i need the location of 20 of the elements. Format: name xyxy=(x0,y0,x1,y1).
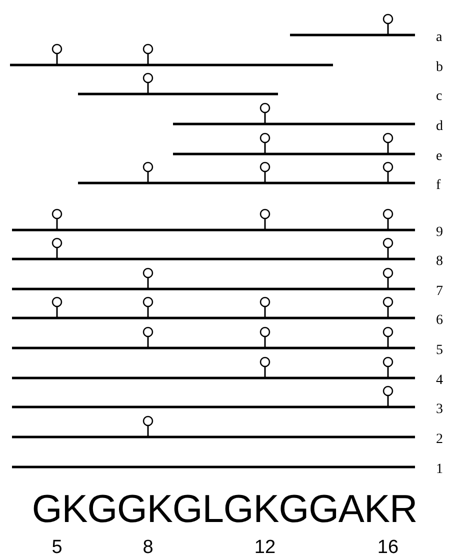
row-label: a xyxy=(436,31,442,45)
peptide-sequence: GKGGKGLGKGGAKR xyxy=(30,488,418,532)
row-label: 4 xyxy=(436,374,443,388)
row-label: e xyxy=(436,150,442,164)
row-label: 6 xyxy=(436,314,443,328)
row-label: 1 xyxy=(436,463,443,477)
row-label: f xyxy=(436,179,441,193)
row-label: 3 xyxy=(436,403,443,417)
row-label: 7 xyxy=(436,285,443,299)
residue-number: 8 xyxy=(142,538,154,557)
row-label: 5 xyxy=(436,344,443,358)
row-label: b xyxy=(436,61,443,75)
row-label: 8 xyxy=(436,255,443,269)
row-label: c xyxy=(436,90,442,104)
row-label: d xyxy=(436,120,443,134)
residue-number: 16 xyxy=(376,538,400,557)
row-label: 2 xyxy=(436,433,443,447)
residue-number: 5 xyxy=(50,538,64,557)
residue-number: 12 xyxy=(253,538,277,557)
row-label: 9 xyxy=(436,226,443,240)
